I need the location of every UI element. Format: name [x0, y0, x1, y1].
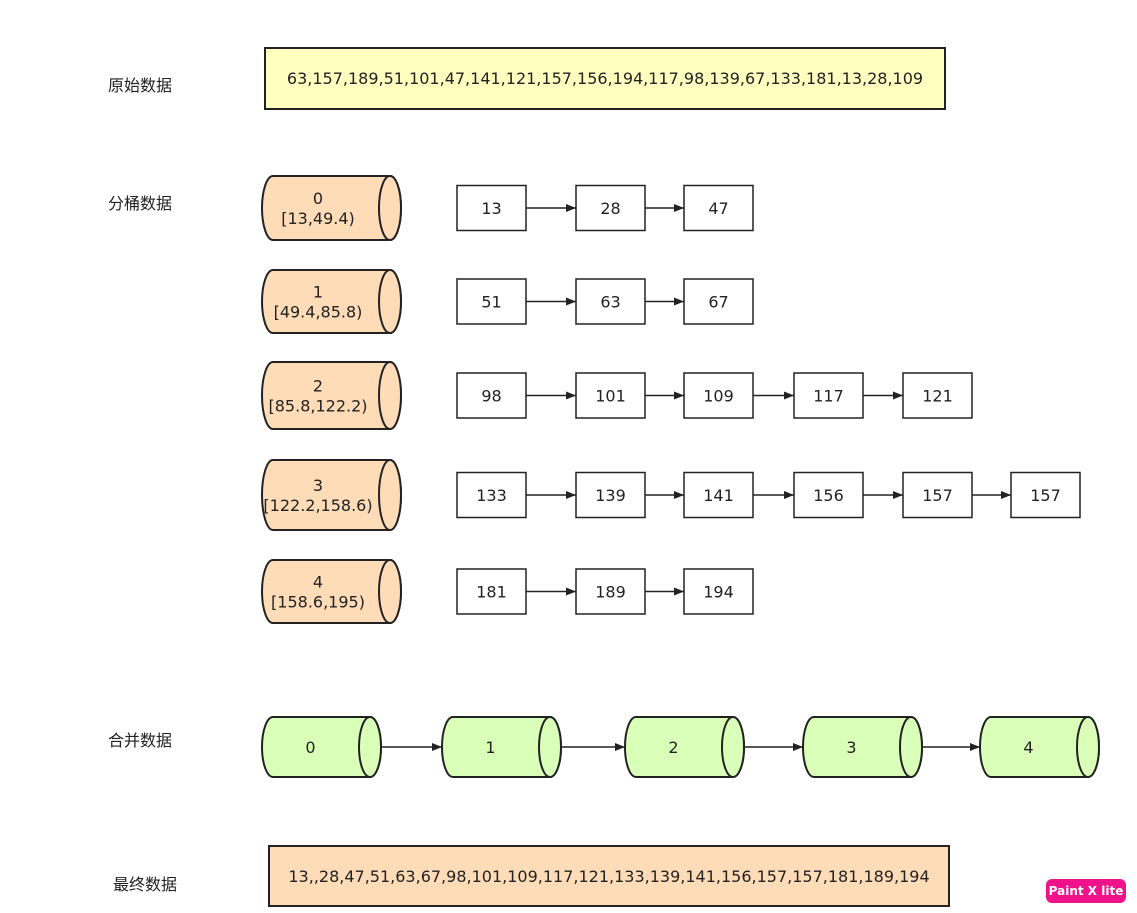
bucket-item-value: 13	[481, 199, 501, 218]
label-original: 原始数据	[108, 76, 173, 95]
bucket-item-value: 141	[703, 486, 734, 505]
bucket-0-cylinder: 0[13,49.4)	[261, 175, 402, 241]
bucket-item-value: 101	[595, 387, 626, 406]
bucket-item-value: 117	[813, 387, 844, 406]
bucket-1-item: 51	[456, 278, 527, 325]
merge-node-3: 3	[802, 716, 923, 778]
bucket-item-value: 67	[708, 293, 728, 312]
bucket-3-item: 157	[1010, 471, 1081, 519]
merge-node-label: 4	[1023, 738, 1033, 757]
bucket-3-cylinder: 3[122.2,158.6)	[261, 459, 402, 531]
bucket-0-item: 13	[456, 184, 527, 232]
bucket-3-item: 141	[683, 471, 754, 519]
bucket-2-item: 101	[575, 372, 646, 419]
bucket-item-value: 121	[922, 387, 953, 406]
bucket-item-value: 98	[481, 387, 501, 406]
label-buckets: 分桶数据	[108, 194, 173, 213]
bucket-item-value: 47	[708, 199, 728, 218]
bucket-2-item: 98	[456, 372, 527, 419]
bucket-item-value: 63	[600, 293, 620, 312]
bucket-range-label: [122.2,158.6)	[263, 496, 372, 515]
bucket-1-item: 63	[575, 278, 646, 325]
original-data-box: 63,157,189,51,101,47,141,121,157,156,194…	[264, 47, 946, 110]
merge-node-1: 1	[441, 716, 562, 778]
bucket-item-value: 189	[595, 583, 626, 602]
merge-node-4: 4	[979, 716, 1100, 778]
merge-node-label: 3	[846, 738, 856, 757]
bucket-range-label: [49.4,85.8)	[274, 303, 363, 322]
bucket-item-value: 133	[476, 486, 507, 505]
bucket-3-item: 133	[456, 471, 527, 519]
bucket-2-item: 121	[902, 372, 973, 419]
merge-node-label: 2	[668, 738, 678, 757]
bucket-2-item: 117	[793, 372, 864, 419]
bucket-range-label: [85.8,122.2)	[269, 397, 368, 416]
merge-node-label: 1	[485, 738, 495, 757]
merge-node-label: 0	[305, 738, 315, 757]
bucket-item-value: 194	[703, 583, 734, 602]
bucket-item-value: 181	[476, 583, 507, 602]
merge-node-0: 0	[261, 716, 382, 778]
bucket-range-label: [158.6,195)	[271, 593, 365, 612]
bucket-item-value: 157	[1030, 486, 1061, 505]
bucket-item-value: 28	[600, 199, 620, 218]
bucket-item-value: 109	[703, 387, 734, 406]
bucket-4-item: 194	[683, 568, 754, 615]
bucket-3-item: 157	[902, 471, 973, 519]
bucket-id-label: 2	[313, 377, 323, 396]
bucket-1-item: 67	[683, 278, 754, 325]
bucket-0-item: 47	[683, 184, 754, 232]
bucket-3-item: 139	[575, 471, 646, 519]
bucket-range-label: [13,49.4)	[281, 209, 355, 228]
bucket-0-item: 28	[575, 184, 646, 232]
bucket-2-cylinder: 2[85.8,122.2)	[261, 361, 402, 430]
bucket-item-value: 157	[922, 486, 953, 505]
bucket-id-label: 4	[313, 573, 323, 592]
bucket-4-item: 189	[575, 568, 646, 615]
bucket-1-cylinder: 1[49.4,85.8)	[261, 269, 402, 334]
bucket-4-item: 181	[456, 568, 527, 615]
bucket-id-label: 1	[313, 283, 323, 302]
bucket-item-value: 139	[595, 486, 626, 505]
label-final: 最终数据	[113, 875, 178, 894]
bucket-4-cylinder: 4[158.6,195)	[261, 559, 402, 624]
bucket-3-item: 156	[793, 471, 864, 519]
bucket-id-label: 3	[313, 476, 323, 495]
paint-x-lite-badge: Paint X lite	[1046, 879, 1126, 903]
original-data-text: 63,157,189,51,101,47,141,121,157,156,194…	[286, 69, 924, 88]
label-merge: 合并数据	[108, 731, 173, 750]
merge-node-2: 2	[624, 716, 745, 778]
final-data-box: 13,,28,47,51,63,67,98,101,109,117,121,13…	[268, 845, 950, 907]
bucket-item-value: 156	[813, 486, 844, 505]
bucket-item-value: 51	[481, 293, 501, 312]
bucket-2-item: 109	[683, 372, 754, 419]
final-data-text: 13,,28,47,51,63,67,98,101,109,117,121,13…	[288, 866, 930, 886]
bucket-id-label: 0	[313, 189, 323, 208]
